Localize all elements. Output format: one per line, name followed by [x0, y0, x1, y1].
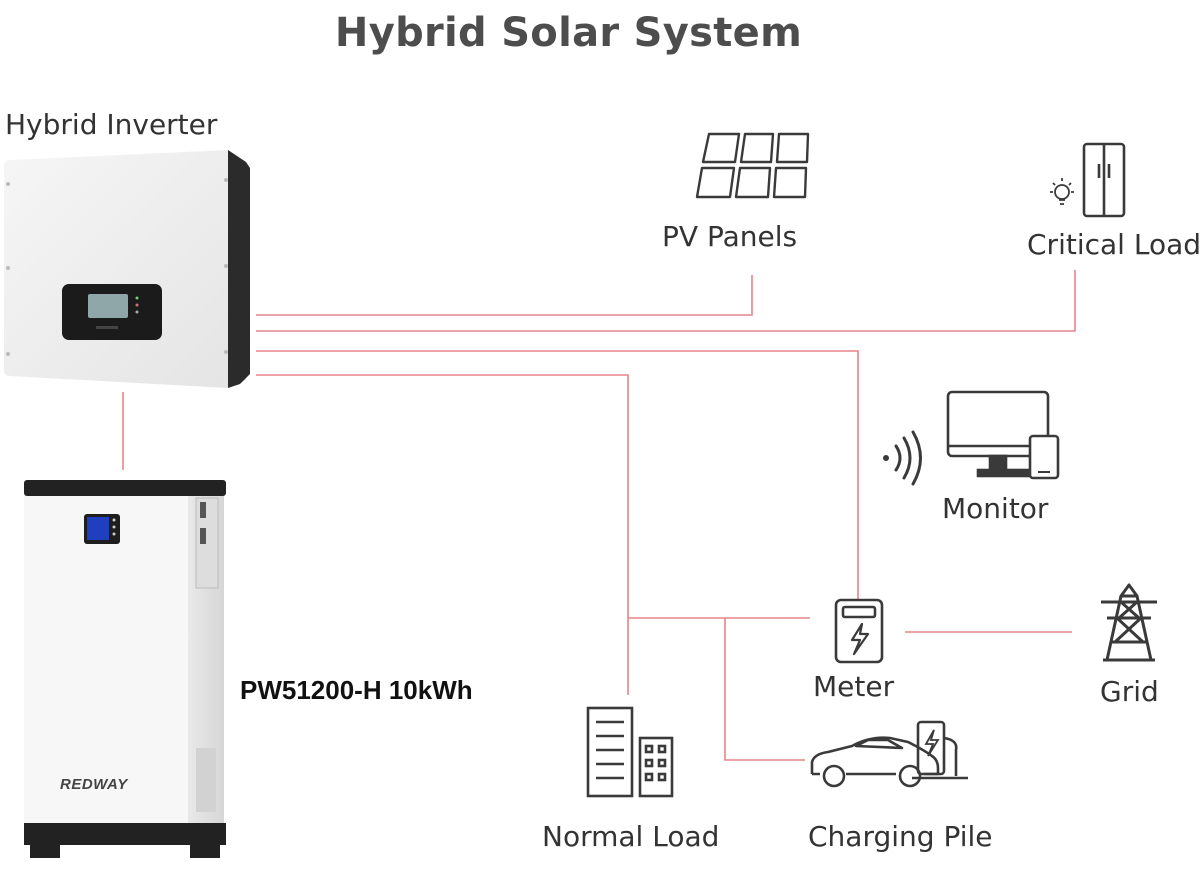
car-icon [810, 736, 940, 788]
bulb-icon [1050, 178, 1074, 205]
monitor-device [883, 390, 1060, 486]
pylon-icon [1101, 583, 1157, 662]
hybrid-inverter [4, 150, 250, 388]
wire-normal-load [256, 374, 629, 695]
charging-pile-icon [810, 720, 968, 788]
charging-pile-label: Charging Pile [808, 820, 993, 853]
phone-icon [1028, 434, 1060, 480]
wire-charging-pile [724, 618, 805, 761]
solar-panel-icon [695, 132, 810, 199]
inverter-display-panel [62, 284, 162, 340]
wire-meter-top [256, 350, 859, 600]
battery-lcd [84, 514, 120, 544]
charger-icon [912, 720, 968, 780]
monitor-label: Monitor [942, 492, 1049, 525]
meter-label: Meter [813, 670, 895, 703]
wifi-icon [883, 430, 922, 486]
wire-pv [256, 275, 753, 316]
inverter-label: Hybrid Inverter [5, 108, 218, 141]
fridge-icon [1082, 142, 1126, 218]
normal-load-label: Normal Load [542, 820, 720, 853]
battery-pack [24, 480, 226, 858]
battery-brand: REDWAY [60, 776, 128, 793]
building-icon [586, 706, 674, 798]
battery-model-label: PW51200-H 10kWh [240, 675, 473, 705]
grid-label: Grid [1100, 675, 1159, 708]
battery-vents [196, 748, 216, 812]
meter-icon [834, 598, 884, 664]
critical-load-icon [1050, 142, 1126, 218]
pv-panels-label: PV Panels [662, 220, 798, 253]
diagram-title: Hybrid Solar System [334, 10, 803, 56]
critical-load-label: Critical Load [1027, 228, 1200, 261]
wire-critical-load [256, 270, 1076, 332]
